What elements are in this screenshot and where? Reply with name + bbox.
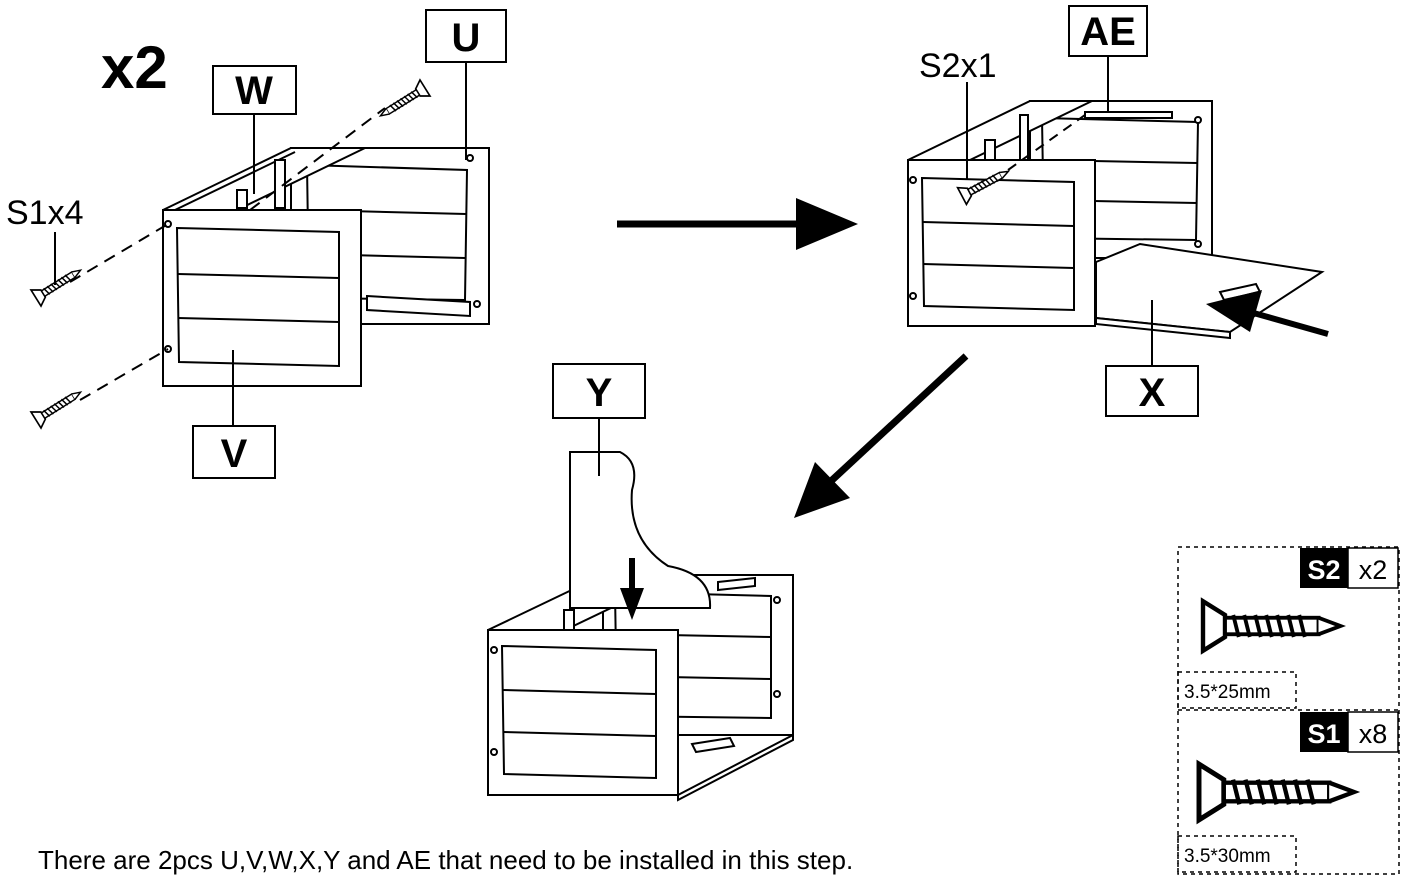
label-box-u: U [426,10,506,62]
multiplier-text: x2 [101,34,168,101]
screw-icon [1199,764,1354,820]
legend-qty-s1: x8 [1359,719,1388,749]
label-box-x: X [1106,366,1198,416]
legend-qty-s2: x2 [1359,555,1388,585]
arrow-right-icon [617,198,858,250]
panel-y-drawing [570,452,710,608]
label-v: V [221,432,248,476]
step-2-assembly [908,101,1322,338]
label-u: U [452,16,481,60]
callout-s2: S2x1 [919,47,997,85]
screw-icon [31,384,86,428]
step-3-assembly [488,452,793,800]
label-x: X [1139,371,1166,415]
hardware-legend: S2 x2 3.5*25mm S1 x8 3.5*30mm [1178,547,1399,874]
label-w: W [235,69,273,113]
label-box-ae: AE [1069,6,1147,56]
label-y: Y [586,371,613,415]
label-ae: AE [1080,10,1136,54]
step-caption: There are 2pcs U,V,W,X,Y and AE that nee… [38,845,853,876]
screw-icon [1203,601,1341,651]
legend-code-s1: S1 [1307,719,1340,749]
callout-s1: S1x4 [6,194,84,232]
legend-size-s2: 3.5*25mm [1184,682,1271,703]
screw-icon [31,262,86,306]
legend-code-s2: S2 [1307,555,1340,585]
step-1-assembly [163,148,489,386]
legend-item-s1: S1 x8 3.5*30mm [1178,712,1398,872]
label-box-y: Y [553,364,645,418]
label-box-v: V [193,426,275,478]
arrow-down-left-icon [794,356,966,518]
label-box-w: W [213,66,296,114]
screw-icon [375,80,430,124]
panel-v-drawing [163,210,361,386]
legend-item-s2: S2 x2 3.5*25mm [1178,548,1398,708]
legend-size-s1: 3.5*30mm [1184,846,1271,867]
